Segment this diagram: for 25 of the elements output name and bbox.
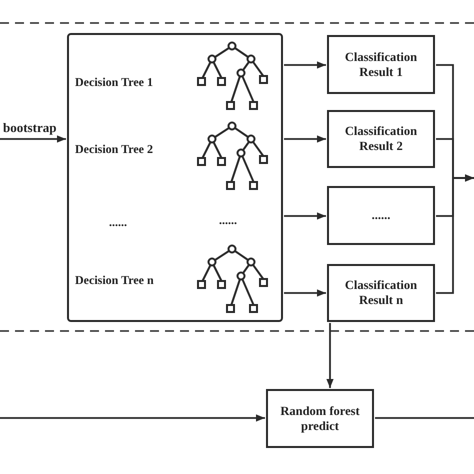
arrow: [326, 323, 334, 388]
arrow: [0, 135, 66, 143]
node-label: Classification Result 1: [344, 50, 418, 80]
classifier-group-box: [67, 33, 283, 322]
edge-label: bootstrap: [2, 120, 58, 136]
arrow: [284, 212, 326, 220]
node-label: Classification Result 2: [344, 124, 418, 154]
node-label: Classification Result n: [344, 278, 418, 308]
process-box: [327, 110, 435, 168]
node-label: Random forest predict: [279, 404, 361, 434]
process-box: [327, 264, 435, 322]
tree-label: Decision Tree 1: [75, 75, 153, 90]
arrow: [0, 414, 265, 422]
node-label: ......: [372, 208, 390, 223]
arrow: [284, 61, 326, 69]
process-box: [327, 35, 435, 94]
process-box: [266, 389, 374, 448]
arrow: [284, 289, 326, 297]
tree-label: ......: [109, 215, 127, 230]
arrow: [436, 174, 474, 294]
tree-label: ......: [219, 213, 237, 228]
tree-label: Decision Tree 2: [75, 142, 153, 157]
tree-label: Decision Tree n: [75, 273, 154, 288]
process-box: [327, 186, 435, 245]
arrow: [284, 135, 326, 143]
